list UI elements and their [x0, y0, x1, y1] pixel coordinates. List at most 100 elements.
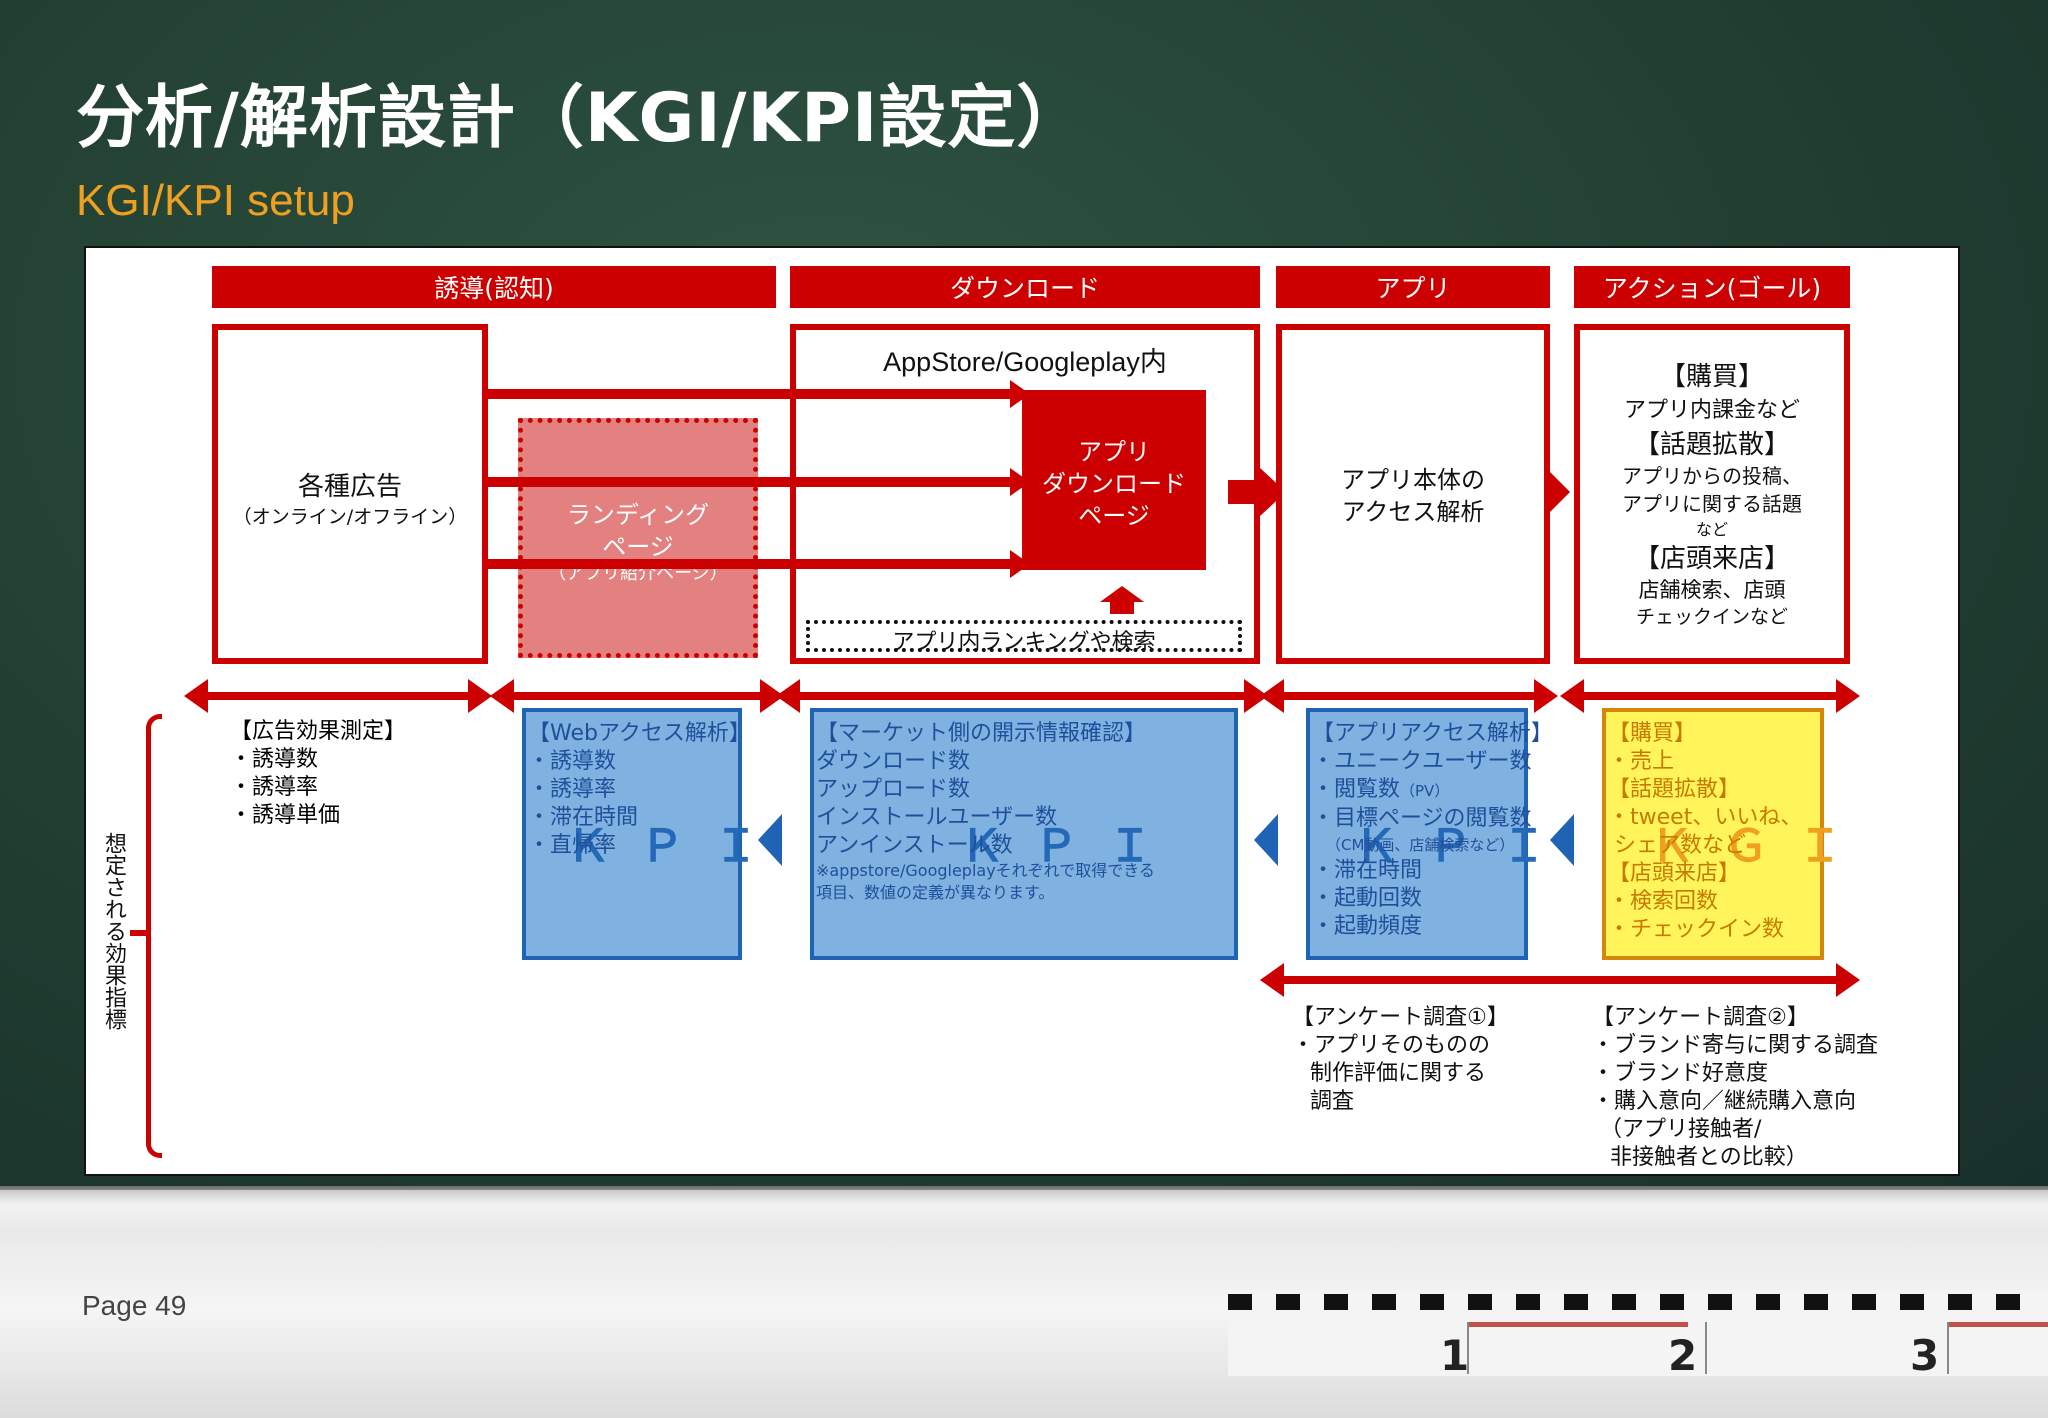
kpi-watermark: ＫＰＩ — [1354, 821, 1576, 872]
survey2-list: 【アンケート調査②】 ・ブランド寄与に関する調査 ・ブランド好意度 ・購入意向／… — [1592, 1004, 1878, 1172]
download-page-line2: ダウンロード — [1042, 470, 1186, 498]
landing-line1: ランディング — [566, 501, 710, 529]
ruler-tick — [1420, 1294, 1444, 1310]
kgi-box: ＫＧＩ 【購買】 ・売上 【話題拡散】 ・tweet、いいね、 シェア数など 【… — [1602, 708, 1842, 960]
web-kpi-item: ・誘導数 — [528, 749, 617, 774]
market-kpi-box: ＫＰＩ 【マーケット側の開示情報確認】 ダウンロード数 アップロード数 インスト… — [810, 708, 1238, 960]
flow-arrow-via-landing-2 — [488, 559, 1012, 569]
app-download-page-box: アプリ ダウンロード ページ — [1022, 390, 1206, 570]
survey2-item: ・購入意向／継続購入意向 — [1592, 1089, 1857, 1114]
app-kpi-item-label: ・閲覧数 — [1312, 777, 1401, 802]
web-kpi-box: ＫＰＩ 【Webアクセス解析】 ・誘導数 ・誘導率 ・滞在時間 ・直帰率 — [522, 708, 758, 960]
goal-purchase-sub: アプリ内課金など — [1623, 398, 1800, 423]
page-number: Page 49 — [82, 1290, 187, 1321]
landing-page-box: ランディング ページ （アプリ紹介ページ） — [518, 418, 758, 658]
survey1-item: ・アプリそのものの — [1292, 1033, 1491, 1058]
survey1-list: 【アンケート調査①】 ・アプリそのものの 制作評価に関する 調査 — [1292, 1004, 1509, 1116]
big-arrow-right-icon — [1546, 468, 1570, 516]
ads-title: 各種広告 — [297, 472, 402, 502]
kgi-item: シェア数など — [1614, 833, 1747, 858]
download-page-line1: アプリ — [1078, 438, 1150, 466]
market-kpi-note1: ※appstore/Googleplayそれぞれで取得できる — [816, 861, 1155, 880]
header-guidance: 誘導(認知) — [212, 266, 776, 308]
goal-box: 【購買】 アプリ内課金など 【話題拡散】 アプリからの投稿、 アプリに関する話題… — [1574, 324, 1850, 664]
ranking-search-box: アプリ内ランキングや検索 — [806, 620, 1242, 655]
triangle-left-icon — [1254, 814, 1278, 866]
kpi-watermark: ＫＰＩ — [566, 821, 788, 872]
web-kpi-item: ・誘導率 — [528, 777, 617, 802]
survey1-item: 制作評価に関する — [1310, 1061, 1487, 1086]
web-kpi-list: 【Webアクセス解析】 ・誘導数 ・誘導率 ・滞在時間 ・直帰率 — [528, 720, 751, 860]
kgi-item: ・検索回数 — [1608, 889, 1719, 914]
ad-metric-item: ・誘導率 — [230, 775, 319, 800]
market-kpi-note2: 項目、数値の定義が異なります。 — [816, 883, 1055, 902]
market-kpi-item: アンインストール数 — [816, 833, 1013, 858]
kgi-title: 【店頭来店】 — [1608, 861, 1741, 886]
app-kpi-item-sub: （CM動画、店舗検索など） — [1326, 836, 1515, 854]
goal-store-sub2: チェックインなど — [1635, 606, 1788, 628]
span-arrow-app — [1260, 679, 1558, 713]
up-arrow-icon — [1100, 586, 1144, 602]
goal-topic-sub2: アプリに関する話題 — [1622, 492, 1802, 516]
flow-arrow-direct — [488, 389, 1012, 399]
metrics-bracket — [146, 714, 162, 1158]
app-box-line2: アクセス解析 — [1341, 498, 1485, 526]
span-arrow-ads — [184, 679, 492, 713]
goal-store-sub1: 店舗検索、店頭 — [1638, 578, 1786, 602]
app-box-line1: アプリ本体の — [1341, 466, 1485, 494]
kgi-item: ・チェックイン数 — [1608, 917, 1785, 942]
ruler-tick — [1516, 1294, 1540, 1310]
ad-metric-item: ・誘導数 — [230, 747, 319, 772]
app-kpi-item: ・閲覧数（PV） — [1312, 776, 1553, 805]
kgi-watermark: ＫＧＩ — [1650, 821, 1872, 872]
ruler-tick — [1900, 1294, 1924, 1310]
ruler-ticks — [1228, 1294, 2020, 1310]
ranking-search-label: アプリ内ランキングや検索 — [892, 630, 1156, 655]
header-app: アプリ — [1276, 266, 1550, 308]
ruler-tick — [1372, 1294, 1396, 1310]
survey1-item: 調査 — [1310, 1089, 1355, 1114]
store-title: AppStore/Googleplay内 — [883, 347, 1167, 377]
ruler-tick — [1276, 1294, 1300, 1310]
app-analytics-box: アプリ本体の アクセス解析 — [1276, 324, 1550, 664]
ruler-tick — [1228, 1294, 1252, 1310]
kpi-watermark: ＫＰＩ — [960, 821, 1182, 872]
span-arrow-goal — [1560, 679, 1860, 713]
slide-subtitle: KGI/KPI setup — [76, 176, 355, 225]
header-download: ダウンロード — [790, 266, 1260, 308]
market-kpi-item: ダウンロード数 — [816, 749, 971, 774]
span-arrow-landing — [490, 679, 784, 713]
web-kpi-item: ・滞在時間 — [528, 805, 639, 830]
ruler-tick — [1564, 1294, 1588, 1310]
ruler-tick — [1660, 1294, 1684, 1310]
survey1-title: 【アンケート調査①】 — [1292, 1005, 1509, 1030]
ruler-tick — [1468, 1294, 1492, 1310]
triangle-left-icon — [758, 814, 782, 866]
goal-topic: 【話題拡散】 — [1633, 430, 1790, 460]
download-page-line3: ページ — [1078, 502, 1150, 530]
goal-store-visit: 【店頭来店】 — [1633, 544, 1790, 574]
ruler-tick — [1996, 1294, 2020, 1310]
web-kpi-item: ・直帰率 — [528, 833, 617, 858]
ruler-tick — [1324, 1294, 1348, 1310]
app-kpi-title: 【アプリアクセス解析】 — [1312, 721, 1553, 746]
market-kpi-list: 【マーケット側の開示情報確認】 ダウンロード数 アップロード数 インストールユー… — [816, 720, 1155, 904]
diagram-panel: 誘導(認知) ダウンロード アプリ アクション(ゴール) 各種広告 （オンライン… — [84, 246, 1960, 1176]
ruler-tick — [1804, 1294, 1828, 1310]
app-kpi-item-pv: （PV） — [1400, 782, 1450, 800]
ad-metrics-title: 【広告効果測定】 — [230, 719, 407, 744]
big-arrow-stem-1 — [1228, 480, 1262, 504]
side-label: 想定される効果指標 — [101, 832, 126, 1030]
landing-line2: ページ — [602, 533, 674, 561]
market-kpi-item: インストールユーザー数 — [816, 805, 1058, 830]
span-arrow-store — [776, 679, 1268, 713]
ad-metrics-list: 【広告効果測定】 ・誘導数 ・誘導率 ・誘導単価 — [230, 718, 406, 830]
span-arrow-survey — [1260, 963, 1860, 997]
bracket-tip — [130, 930, 148, 936]
ruler-tick — [1852, 1294, 1876, 1310]
market-kpi-title: 【マーケット側の開示情報確認】 — [816, 721, 1147, 746]
app-kpi-item: ・ユニークユーザー数 — [1312, 749, 1532, 774]
arrow-right-icon — [1010, 550, 1030, 578]
ad-metric-item: ・誘導単価 — [230, 803, 341, 828]
ads-subtitle: （オンライン/オフライン） — [232, 506, 468, 528]
